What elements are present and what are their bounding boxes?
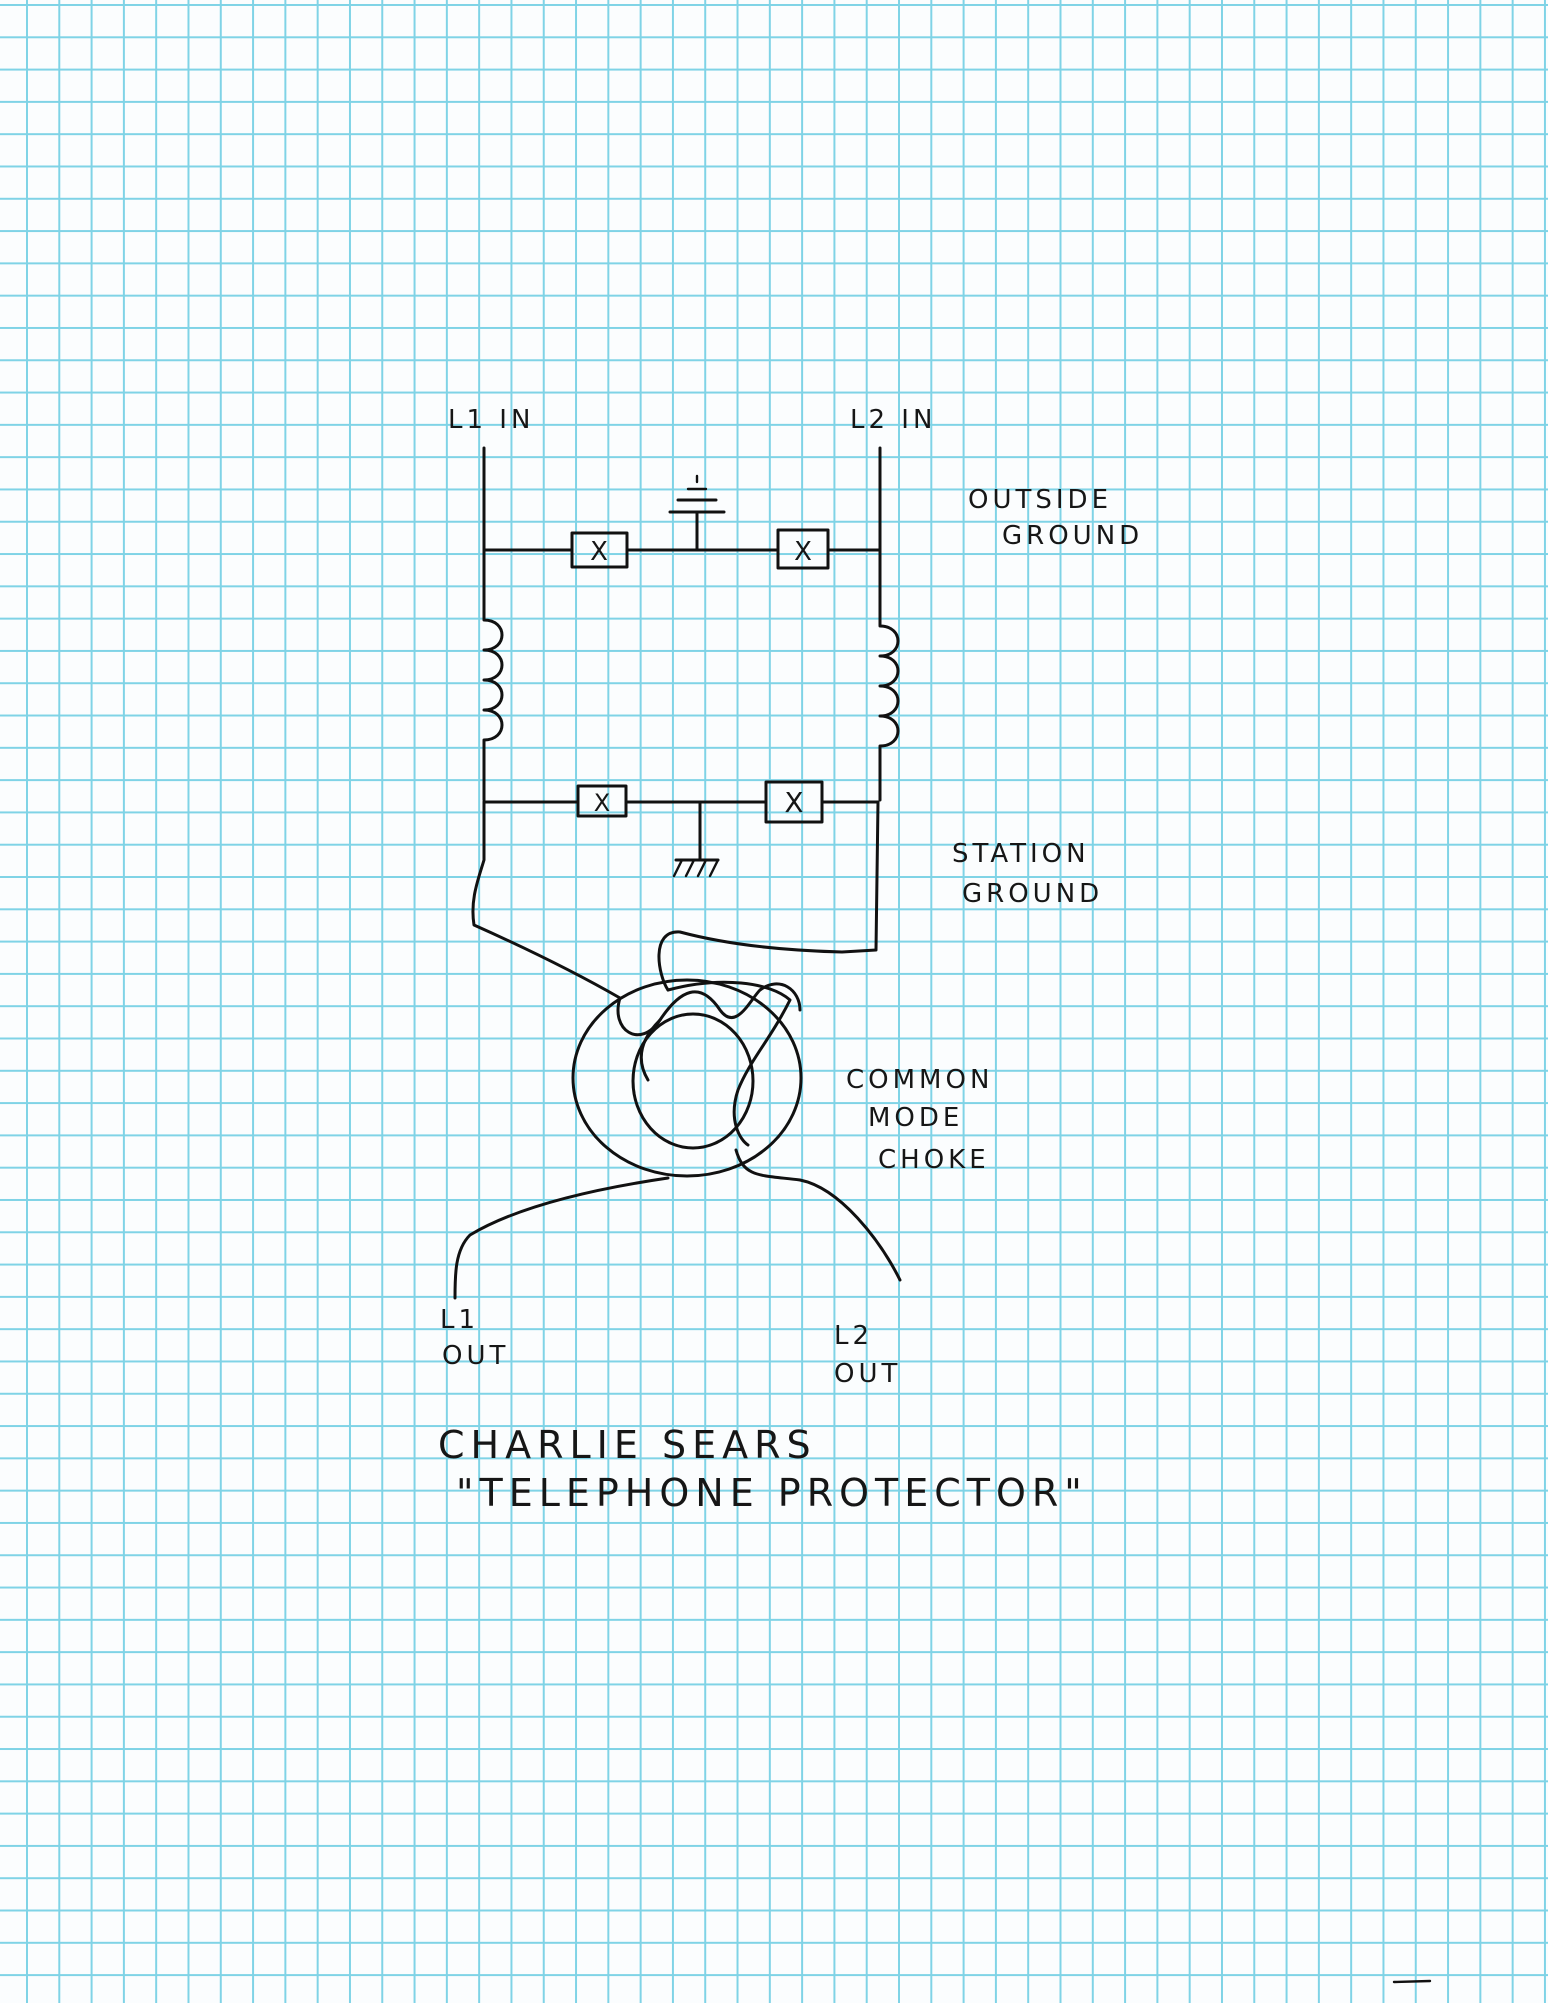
l1-out-label-line1: L1: [440, 1305, 479, 1335]
l1-out-label-line2: OUT: [442, 1341, 509, 1371]
choke-label-line2: MODE: [868, 1103, 963, 1133]
outside-protector-right: X: [776, 528, 830, 570]
station-protector-right: X: [764, 780, 824, 824]
station-protector-left: X: [576, 784, 628, 818]
common-mode-choke: [571, 978, 803, 1178]
outside-protector-left: X: [570, 531, 629, 569]
protector-mark: X: [784, 786, 803, 819]
l2-out-label-line1: L2: [834, 1321, 873, 1351]
protector-mark: X: [794, 537, 812, 567]
l1-output-wire: [453, 1176, 670, 1300]
l2-in-label: L2 IN: [850, 405, 936, 435]
protector-mark: X: [594, 789, 610, 817]
station-ground-label-line2: GROUND: [962, 879, 1103, 909]
station-ground-symbol: [672, 800, 720, 878]
choke-label-line3: CHOKE: [878, 1145, 990, 1175]
l1-inductor: [482, 596, 504, 802]
l2-inductor: [878, 596, 900, 802]
page-corner-mark: [1392, 1979, 1432, 1984]
l2-to-choke-wire: [657, 800, 880, 992]
outside-ground-label-line1: OUTSIDE: [968, 485, 1112, 515]
author-name: CHARLIE SEARS: [438, 1423, 817, 1467]
outside-ground-symbol: [668, 474, 726, 552]
choke-label-line1: COMMON: [846, 1065, 993, 1095]
l1-in-label: L1 IN: [448, 405, 534, 435]
drawing-title: "TELEPHONE PROTECTOR": [456, 1471, 1088, 1515]
l2-out-label-line2: OUT: [834, 1359, 901, 1389]
l1-to-choke-wire: [471, 800, 622, 1000]
l2-output-wire: [734, 1148, 902, 1282]
protector-mark: X: [590, 537, 608, 567]
station-ground-label-line1: STATION: [952, 839, 1090, 869]
outside-ground-label-line2: GROUND: [1002, 521, 1143, 551]
